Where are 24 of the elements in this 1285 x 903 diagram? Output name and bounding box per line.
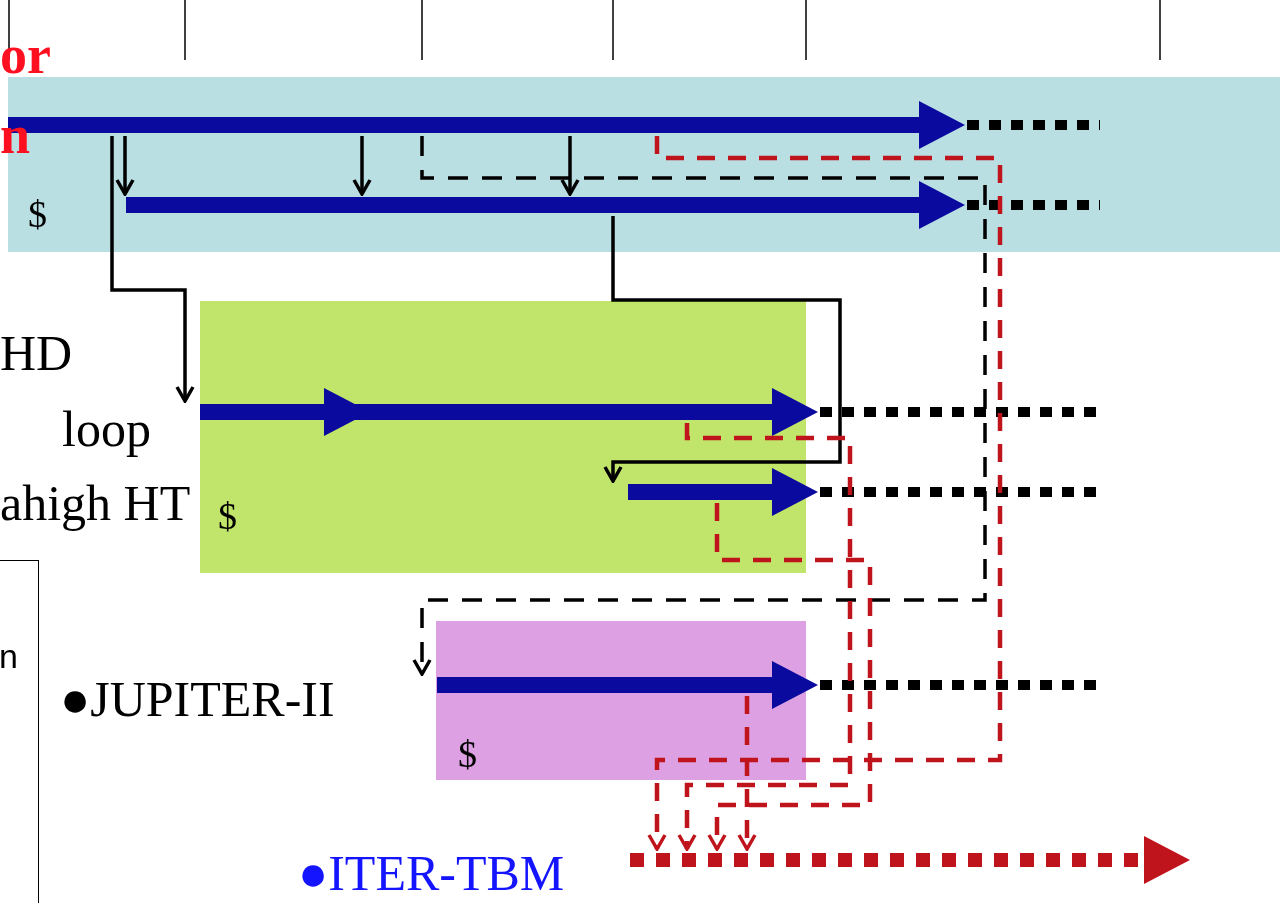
band-label: $ (458, 735, 477, 773)
arrow (647, 136, 1003, 851)
row-heading: or (0, 28, 51, 82)
text-box (0, 560, 39, 903)
timeline-arrow (437, 661, 818, 709)
arrow (560, 136, 580, 196)
arrow (412, 136, 987, 676)
item-label: ●ITER-TBM (298, 848, 565, 898)
timeline-arrow (200, 388, 818, 436)
arrow (707, 503, 873, 851)
band-label: $ (218, 497, 237, 535)
arrow (603, 216, 842, 483)
timeline-arrow (628, 468, 818, 516)
item-label: HD (0, 328, 73, 378)
arrow (677, 423, 853, 851)
timeline-arrow (126, 181, 965, 229)
item-label: ●JUPITER-II (60, 674, 335, 724)
timeline-arrow (630, 836, 1190, 884)
arrow (115, 136, 135, 196)
arrow (110, 136, 195, 403)
band-label: n (0, 639, 18, 673)
band-label: $ (28, 195, 47, 233)
arrow (352, 136, 372, 196)
arrow (737, 696, 757, 851)
